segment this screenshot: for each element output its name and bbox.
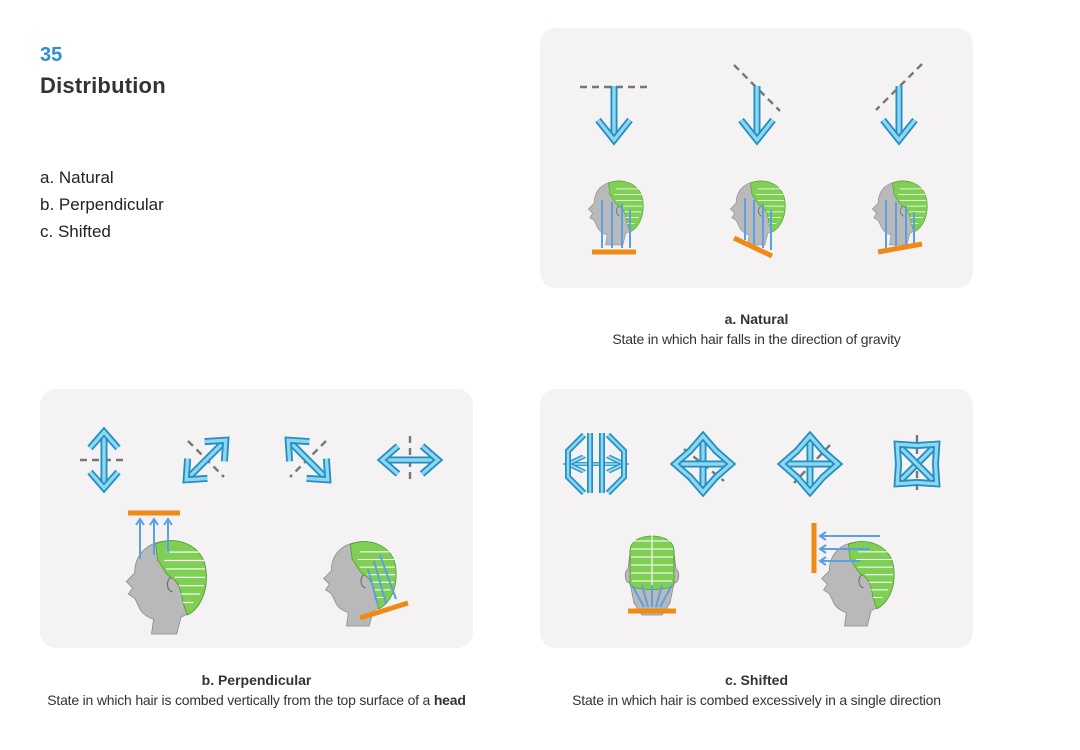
shifted-arrow-3 xyxy=(782,436,838,492)
caption-shifted: c. Shifted State in which hair is combed… xyxy=(540,670,973,710)
caption-shifted-title: c. Shifted xyxy=(724,672,788,688)
panel-perpendicular xyxy=(40,389,473,648)
perpendicular-comb-arrows xyxy=(135,517,397,606)
shifted-arrow-1 xyxy=(566,432,626,496)
natural-arrow-1 xyxy=(580,86,648,140)
shifted-comb-arrows xyxy=(631,531,880,608)
caption-perpendicular-desc-bold: head xyxy=(433,692,466,708)
natural-head-2 xyxy=(729,180,786,246)
natural-head-1 xyxy=(587,180,644,246)
perpendicular-arrow-2 xyxy=(176,430,235,489)
panel-natural xyxy=(540,28,973,288)
perpendicular-arrow-3 xyxy=(278,430,337,489)
legend-item-perpendicular: b. Perpendicular xyxy=(40,195,164,214)
perpendicular-arrow-4 xyxy=(382,436,438,484)
caption-perpendicular-desc-text: State in which hair is combed vertically… xyxy=(47,692,434,708)
legend-item-natural: a. Natural xyxy=(40,168,114,187)
page-title: Distribution xyxy=(40,73,166,98)
perpendicular-illustration xyxy=(80,389,473,635)
perpendicular-base-2 xyxy=(359,600,409,621)
caption-perpendicular-title: b. Perpendicular xyxy=(201,672,312,688)
natural-base-2 xyxy=(732,235,774,259)
caption-shifted-desc: State in which hair is combed excessivel… xyxy=(572,692,941,708)
shifted-head-2 xyxy=(821,540,895,627)
shifted-illustration xyxy=(540,389,973,627)
caption-perpendicular: b. Perpendicular State in which hair is … xyxy=(30,670,483,710)
natural-base-3 xyxy=(877,241,923,255)
legend-list: a. Natural b. Perpendicular c. Shifted xyxy=(40,164,164,245)
panel-shifted xyxy=(540,389,973,648)
natural-arrow-3 xyxy=(875,63,923,140)
perpendicular-head-2 xyxy=(323,540,397,627)
shifted-arrow-4 xyxy=(887,434,946,493)
natural-comb-arrows xyxy=(601,198,915,250)
legend-item-shifted: c. Shifted xyxy=(40,222,111,241)
natural-illustration xyxy=(580,63,928,259)
caption-natural-desc: State in which hair falls in the directi… xyxy=(612,331,901,347)
perpendicular-arrow-1 xyxy=(80,432,128,488)
caption-natural: a. Natural State in which hair falls in … xyxy=(540,309,973,349)
natural-head-3 xyxy=(871,180,928,246)
caption-perpendicular-desc: State in which hair is combed vertically… xyxy=(30,690,483,710)
perpendicular-head-1 xyxy=(125,540,207,635)
caption-natural-title: a. Natural xyxy=(724,311,789,327)
page-number: 35 xyxy=(40,44,63,66)
shifted-arrow-2 xyxy=(675,436,731,492)
natural-arrow-2 xyxy=(733,64,781,140)
